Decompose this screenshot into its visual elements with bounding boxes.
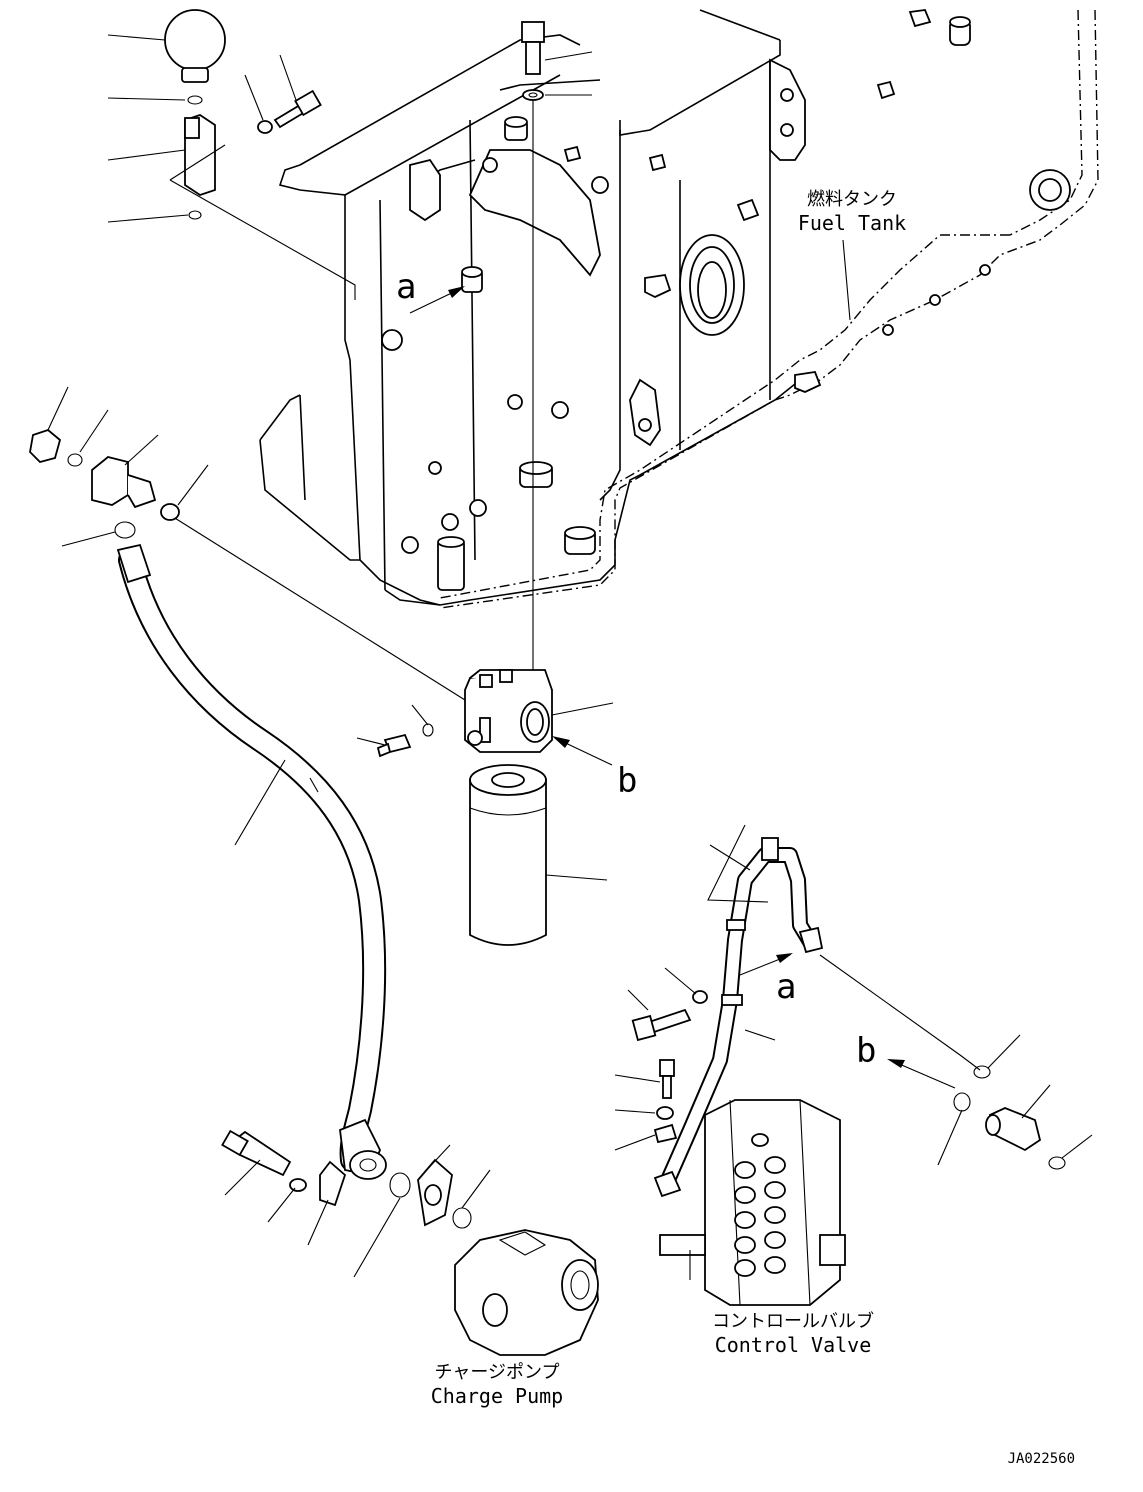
pump-hardware (221, 1129, 599, 1356)
control-valve-assembly (614, 824, 1093, 1306)
charge-pump-label-en: Charge Pump (431, 1384, 563, 1408)
frame-structure (259, 9, 1099, 609)
filter-assembly (169, 514, 614, 946)
control-valve-label-jp: コントロールバルブ (712, 1310, 874, 1332)
valve-ports (734, 1133, 786, 1277)
hose-long (116, 543, 387, 1180)
ref-arrow-b-upper: b (617, 761, 637, 801)
accumulator-assembly (107, 9, 356, 300)
fuel-tank-label-jp: 燃料タンク (807, 189, 897, 210)
ref-arrow-a-upper: a (396, 267, 416, 307)
fuel-tank-leader (842, 239, 851, 321)
center-bolt (521, 21, 593, 680)
drawing-number: JA022560 (1008, 1451, 1075, 1467)
arrow-a-upper (409, 286, 465, 314)
charge-pump-label-jp: チャージポンプ (435, 1362, 560, 1383)
control-valve-label-en: Control Valve (715, 1333, 872, 1357)
ref-arrow-a-lower: a (776, 967, 796, 1007)
fuel-tank-label-en: Fuel Tank (798, 211, 906, 235)
left-fittings (29, 386, 209, 547)
ref-arrow-b-lower: b (856, 1031, 876, 1071)
